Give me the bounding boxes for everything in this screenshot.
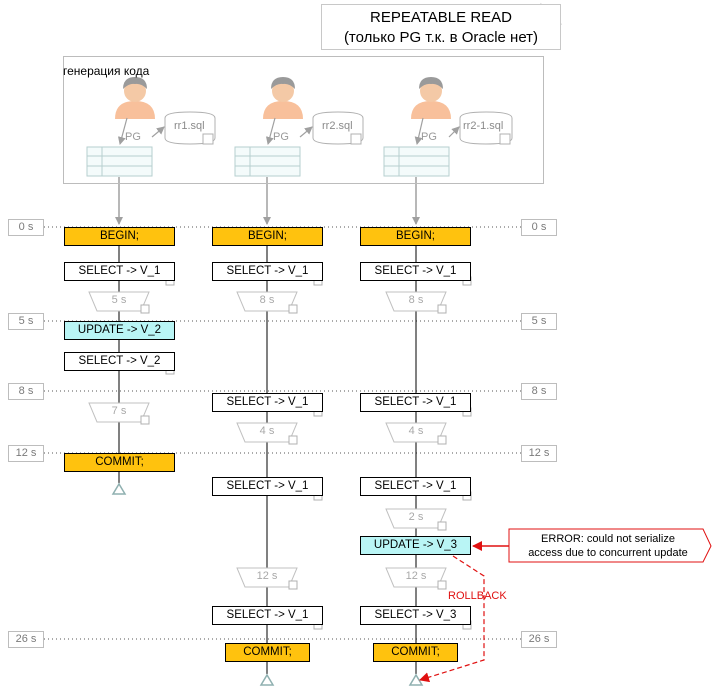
session2-commit: COMMIT; bbox=[225, 643, 310, 662]
session1-delay-2: 7 s bbox=[111, 405, 127, 417]
end-markers bbox=[111, 482, 424, 686]
session3-select-2: SELECT -> V_1 bbox=[360, 393, 471, 412]
session3-delay-2: 4 s bbox=[408, 425, 424, 437]
session3-select-4: SELECT -> V_3 bbox=[360, 606, 471, 625]
session1-select-2: SELECT -> V_2 bbox=[64, 352, 175, 371]
session2-select-1: SELECT -> V_1 bbox=[212, 262, 323, 281]
rollback-label: ROLLBACK bbox=[448, 590, 507, 602]
client1-script: rr1.sql bbox=[174, 120, 205, 132]
code-generation-group bbox=[63, 56, 544, 184]
session2-select-3: SELECT -> V_1 bbox=[212, 477, 323, 496]
session3-commit: COMMIT; bbox=[373, 643, 458, 662]
error-message-line1: ERROR: could not serialize bbox=[541, 533, 675, 545]
user-icons bbox=[115, 77, 451, 119]
rollback-path bbox=[419, 555, 485, 683]
time-mark-left-12: 12 s bbox=[8, 445, 44, 462]
title-line1: REPEATABLE READ bbox=[370, 9, 512, 26]
session3-begin: BEGIN; bbox=[360, 227, 471, 246]
client2-script: rr2.sql bbox=[322, 120, 353, 132]
session3-select-1: SELECT -> V_1 bbox=[360, 262, 471, 281]
error-callout bbox=[508, 528, 712, 563]
client3-db-label: PG bbox=[421, 131, 437, 143]
session2-select-2: SELECT -> V_1 bbox=[212, 393, 323, 412]
client1-db-label: PG bbox=[125, 131, 141, 143]
session2-select-4: SELECT -> V_1 bbox=[212, 606, 323, 625]
session1-delay-1: 5 s bbox=[111, 294, 127, 306]
session1-commit: COMMIT; bbox=[64, 453, 175, 472]
title-line2: (только PG т.к. в Oracle нет) bbox=[343, 29, 539, 46]
client3-script: rr2-1.sql bbox=[463, 120, 504, 132]
time-mark-right-5: 5 s bbox=[521, 313, 557, 330]
time-mark-right-26: 26 s bbox=[521, 631, 557, 648]
time-mark-left-26: 26 s bbox=[8, 631, 44, 648]
title-note: REPEATABLE READ (только PG т.к. в Oracle… bbox=[321, 4, 561, 50]
session2-begin: BEGIN; bbox=[212, 227, 323, 246]
session2-delay-1: 8 s bbox=[259, 294, 275, 306]
session2-delay-2: 4 s bbox=[259, 425, 275, 437]
session1-select-1: SELECT -> V_1 bbox=[64, 262, 175, 281]
session3-delay-1: 8 s bbox=[408, 294, 424, 306]
session1-begin: BEGIN; bbox=[64, 227, 175, 246]
time-mark-right-12: 12 s bbox=[521, 445, 557, 462]
connector-arrows bbox=[117, 117, 460, 145]
error-message-line2: access due to concurrent update bbox=[528, 547, 688, 559]
client2-db-label: PG bbox=[273, 131, 289, 143]
entry-arrows bbox=[115, 177, 420, 225]
table-icons bbox=[86, 146, 450, 177]
session3-select-3: SELECT -> V_1 bbox=[360, 477, 471, 496]
time-mark-right-8: 8 s bbox=[521, 383, 557, 400]
sql-file-shapes bbox=[164, 111, 513, 145]
time-mark-left-8: 8 s bbox=[8, 383, 44, 400]
session3-delay-4: 12 s bbox=[405, 570, 427, 582]
time-mark-right-0: 0 s bbox=[521, 219, 557, 236]
time-mark-left-0: 0 s bbox=[8, 219, 44, 236]
code-generation-label: генерация кода bbox=[63, 64, 150, 78]
session3-update: UPDATE -> V_3 bbox=[360, 536, 471, 555]
time-mark-left-5: 5 s bbox=[8, 313, 44, 330]
session2-delay-3: 12 s bbox=[256, 570, 278, 582]
session3-delay-3: 2 s bbox=[408, 511, 424, 523]
session1-update: UPDATE -> V_2 bbox=[64, 321, 175, 340]
delay-shapes bbox=[88, 291, 447, 588]
